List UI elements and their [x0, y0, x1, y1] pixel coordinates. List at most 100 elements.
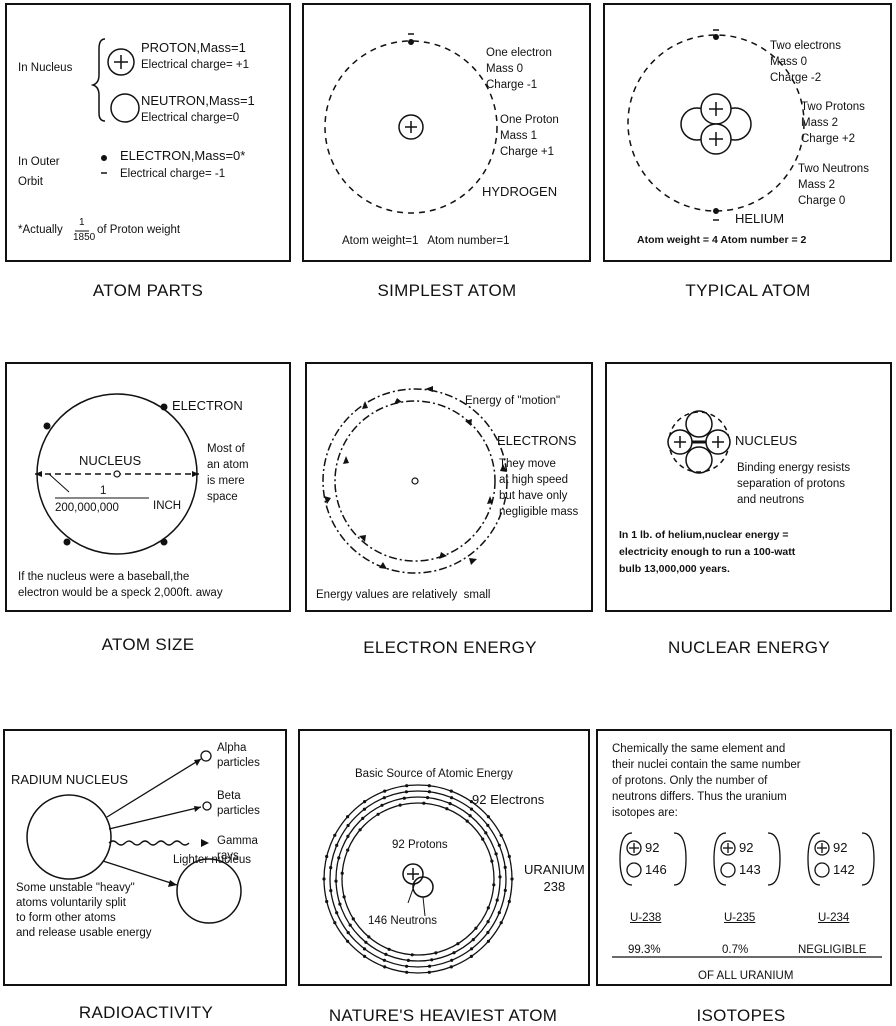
electron-dot	[363, 808, 366, 811]
caption-electron-energy: ELECTRON ENERGY	[305, 638, 595, 658]
footnote-prefix: *Actually	[18, 223, 63, 237]
caption-atom-parts: ATOM PARTS	[3, 281, 293, 301]
neutrons-description: Two Neutrons Mass 2 Charge 0	[798, 161, 869, 209]
footnote-denominator: 1850	[73, 231, 95, 245]
electron-dot	[450, 796, 453, 799]
electron-dot	[498, 875, 501, 878]
electron-dot	[470, 955, 473, 958]
baseball-note: If the nucleus were a baseball,the elect…	[18, 569, 223, 601]
electron-dot	[426, 796, 429, 799]
motion-label: Energy of "motion"	[465, 394, 560, 408]
electron-dot	[472, 938, 475, 941]
atom-weight-number: Atom weight = 4 Atom number = 2	[637, 233, 806, 247]
electron-dot	[469, 814, 472, 817]
electron-dot	[101, 155, 107, 161]
electron-dot	[456, 942, 459, 945]
isotope-neutrons: 143	[739, 863, 761, 877]
neutron-symbol	[413, 877, 433, 897]
electron-dot	[452, 951, 455, 954]
neutron-charge-label: Electrical charge=0	[141, 111, 239, 125]
electron-dot	[411, 953, 414, 956]
electron-dot	[325, 855, 328, 858]
panel-simplest-atom: One electron Mass 0 Charge -1 One Proton…	[302, 3, 591, 262]
alpha-particle	[201, 751, 211, 761]
electron-dot	[388, 948, 391, 951]
isotope-group: 92143U-2350.7%	[712, 829, 792, 979]
caption-typical-atom: TYPICAL ATOM	[603, 281, 893, 301]
electron-dot	[500, 834, 503, 837]
panel-heaviest-atom: Basic Source of Atomic Energy 92 Electro…	[298, 729, 590, 986]
proton-label: PROTON,Mass=1	[141, 41, 246, 55]
isotope-name: U-238	[630, 911, 661, 925]
gamma-wave	[109, 841, 189, 845]
caption-nuclear-energy: NUCLEAR ENERGY	[604, 638, 894, 658]
footnote-numerator: 1	[79, 216, 85, 230]
electron-dot	[338, 903, 341, 906]
isotope-share: 0.7%	[722, 943, 748, 957]
electron-dot	[481, 838, 484, 841]
speed-note: They move at high speed but have only ne…	[499, 456, 578, 520]
isotopes-intro: Chemically the same element and their nu…	[612, 741, 801, 821]
electron-dot	[346, 849, 349, 852]
electron-dot	[380, 804, 383, 807]
electron-dot	[346, 940, 349, 943]
element-name: HELIUM	[735, 212, 784, 226]
beta-particle	[203, 802, 211, 810]
electron-dot	[322, 877, 325, 880]
electron-dot	[508, 855, 511, 858]
electron-dot	[44, 423, 51, 430]
electron-dot	[363, 800, 366, 803]
electron-dot	[487, 940, 490, 943]
binding-energy-note: Binding energy resists separation of pro…	[737, 460, 850, 508]
electron-dot	[450, 959, 453, 962]
electron-dot	[445, 807, 448, 810]
electron-dot	[334, 880, 337, 883]
neutron-icon	[815, 863, 829, 877]
electron-dot	[504, 866, 507, 869]
electron-dot	[405, 790, 408, 793]
electrons-label: 92 Electrons	[472, 793, 544, 807]
atom-weight-number: Atom weight=1 Atom number=1	[342, 234, 509, 248]
panel-nuclear-energy: NUCLEUS Binding energy resists separatio…	[605, 362, 892, 612]
neutron-icon	[627, 863, 641, 877]
electron-dot	[422, 802, 425, 805]
isotope-neutrons: 146	[645, 863, 667, 877]
electron-dot	[64, 539, 71, 546]
isotope-bracket	[712, 829, 782, 889]
protons-description: Two Protons Mass 2 Charge +2	[801, 99, 865, 147]
space-note: Most of an atom is mere space	[207, 441, 249, 505]
caption-radioactivity: RADIOACTIVITY	[1, 1003, 291, 1023]
electron-dot	[500, 921, 503, 924]
electron-dot	[161, 404, 168, 411]
panel-atom-parts: In Nucleus PROTON,Mass=1 Electrical char…	[5, 3, 291, 262]
electron-dot	[498, 844, 501, 847]
nucleus-symbol	[412, 478, 418, 484]
electrons-label: ELECTRONS	[497, 434, 576, 448]
electron-dot	[383, 959, 386, 962]
electron-dot	[337, 856, 340, 859]
helium-energy-note: In 1 lb. of helium,nuclear energy = elec…	[619, 527, 795, 578]
inch-label: INCH	[153, 499, 181, 513]
electron-dot	[492, 883, 495, 886]
electrons-description: Two electrons Mass 0 Charge -2	[770, 38, 841, 86]
electron-dot	[329, 866, 332, 869]
electron-dot	[450, 790, 453, 793]
isotopes-footer: OF ALL URANIUM	[698, 969, 793, 983]
isotope-protons: 92	[739, 841, 753, 855]
electron-dot	[383, 796, 386, 799]
electron-dot	[498, 911, 501, 914]
electron-dot	[335, 844, 338, 847]
electron-description: One electron Mass 0 Charge -1	[486, 45, 552, 93]
electron-dot	[383, 965, 386, 968]
electron-dot	[486, 824, 489, 827]
electron-dot	[508, 900, 511, 903]
electron-dot	[487, 906, 490, 909]
electron-dot	[363, 947, 366, 950]
electron-dot	[359, 828, 362, 831]
electron-dot	[349, 924, 352, 927]
electron-dot	[341, 872, 344, 875]
neutron-symbol	[686, 411, 712, 437]
electron-dot	[487, 920, 490, 923]
